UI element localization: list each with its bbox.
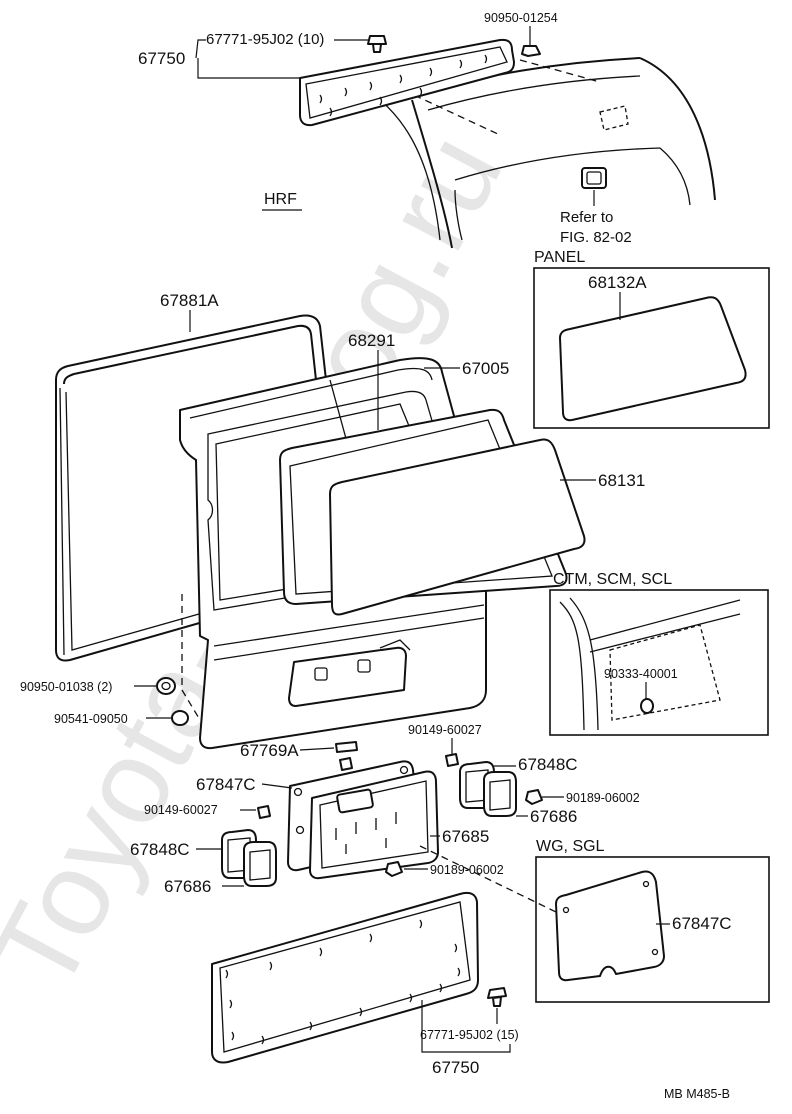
- label-68132A: 68132A: [588, 273, 647, 292]
- inset-panel: [533, 267, 770, 429]
- label-90541-09050: 90541-09050: [54, 712, 128, 726]
- label-90149-a: 90149-60027: [408, 723, 482, 737]
- bolt-90149-a: [339, 757, 353, 771]
- leader-67750-bottom: [421, 1000, 511, 1053]
- footer-code: MB M485-B: [664, 1087, 730, 1101]
- hinge-dashline: [181, 594, 201, 721]
- label-67848C-right: 67848C: [518, 755, 578, 774]
- label-68131: 68131: [598, 471, 645, 490]
- inset-ctm-title: CTM, SCM, SCL: [553, 571, 672, 588]
- label-67881A: 67881A: [160, 291, 219, 310]
- lower-trim-67750: [211, 891, 479, 1064]
- cushion-90541-09050: [171, 710, 189, 726]
- label-67686-left: 67686: [164, 877, 211, 896]
- label-67848C-left: 67848C: [130, 840, 190, 859]
- label-67771-top: 67771-95J02 (10): [206, 31, 324, 48]
- top-clip-67771: [367, 35, 387, 53]
- upper-garnish-67750: [299, 38, 515, 127]
- nut-90189-a: [525, 789, 543, 805]
- label-67847C-wg: 67847C: [672, 914, 732, 933]
- ref-note-line1: Refer to: [560, 209, 613, 226]
- section-label-hrf: HRF: [264, 191, 297, 208]
- roof-clip: [581, 167, 607, 189]
- top-nut-90950: [521, 45, 541, 57]
- inset-wg: [535, 856, 770, 1003]
- label-90950-01254: 90950-01254: [484, 11, 558, 25]
- label-67750-top: 67750: [138, 49, 185, 68]
- leader-67769A: [299, 747, 335, 751]
- lower-clip-67771: [487, 987, 507, 1007]
- label-67685: 67685: [442, 827, 489, 846]
- label-90189-b: 90189-06002: [430, 863, 504, 877]
- label-67686-right: 67686: [530, 807, 577, 826]
- inset-panel-title: PANEL: [534, 249, 585, 266]
- dashline-67847C-wg: [419, 845, 557, 913]
- leader-67750-top: [195, 39, 300, 79]
- pad-67686-right: [483, 771, 517, 817]
- nut-90189-b: [385, 861, 403, 877]
- label-90149-b: 90149-60027: [144, 803, 218, 817]
- inset-wg-title: WG, SGL: [536, 838, 605, 855]
- label-67005: 67005: [462, 359, 509, 378]
- bolt-90149-b: [257, 805, 271, 819]
- label-67771-bottom: 67771-95J02 (15): [420, 1028, 519, 1042]
- license-plate-67685: [309, 770, 439, 880]
- label-90189-a: 90189-06002: [566, 791, 640, 805]
- emblem-67769A: [335, 741, 358, 753]
- label-67847C: 67847C: [196, 775, 256, 794]
- inset-ctm: [549, 589, 769, 736]
- pad-67686-left: [243, 841, 277, 887]
- ref-note-line2: FIG. 82-02: [560, 229, 632, 246]
- bumper-90950-01038: [156, 677, 176, 695]
- label-90950-01038: 90950-01038 (2): [20, 680, 112, 694]
- right-bolt-90149: [445, 753, 459, 767]
- back-glass-68131: [329, 438, 586, 616]
- leader-67847C: [261, 783, 293, 789]
- label-68291: 68291: [348, 331, 395, 350]
- label-67750-bottom: 67750: [432, 1058, 479, 1077]
- label-67769A: 67769A: [240, 741, 299, 760]
- label-90333-40001: 90333-40001: [604, 667, 678, 681]
